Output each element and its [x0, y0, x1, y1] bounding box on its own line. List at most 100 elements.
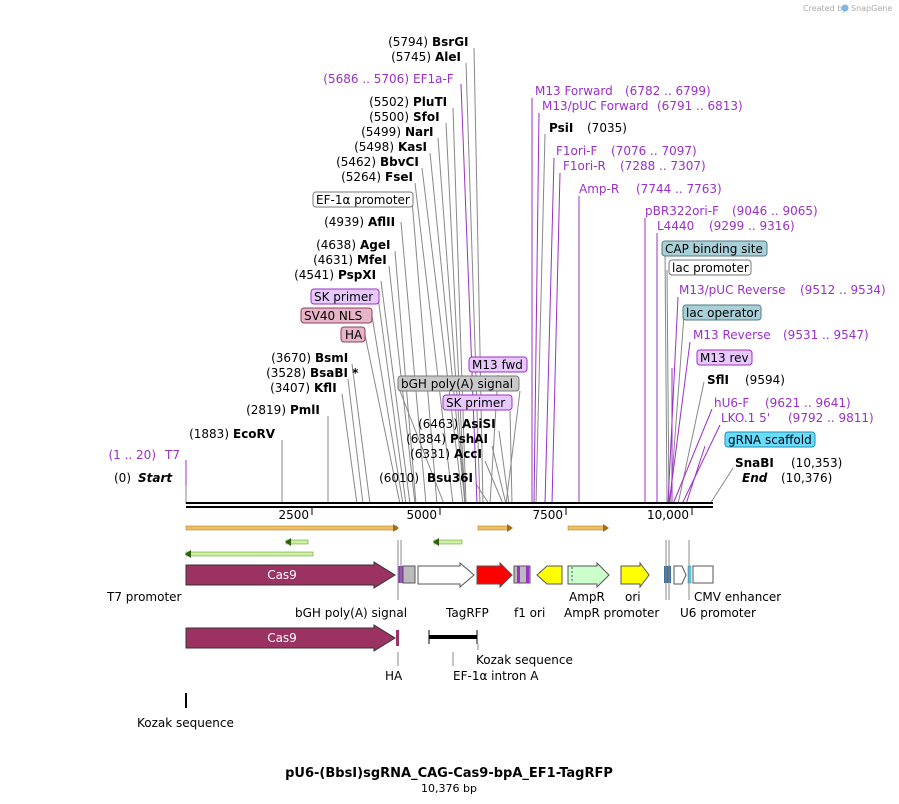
- ampr-label: AmpR: [569, 590, 605, 604]
- site-name-pmli: PmlI: [290, 403, 320, 417]
- bgh-label: bGH poly(A) signal: [295, 606, 407, 620]
- site-pos-snabi: (10,353): [791, 456, 842, 470]
- ha-box: [340, 326, 366, 343]
- site-pos-kfli: (3407): [270, 381, 310, 395]
- primer-leader-lines: [185, 83, 721, 505]
- m13-rev-box-label: M13 rev: [700, 351, 749, 365]
- primer-arrow-3: [567, 525, 607, 531]
- primer-range-amp-r: (7744 .. 7763): [636, 182, 722, 196]
- site-name-bsabi: BsaBI *: [310, 366, 359, 380]
- site-name-pshai: PshAI: [450, 432, 488, 446]
- site-name-kfli: KflI: [314, 381, 337, 395]
- sk-primer-box-2: [442, 394, 513, 411]
- cas9-arrow-1: [185, 561, 396, 589]
- site-name-ecorv: EcoRV: [233, 427, 276, 441]
- cap-binding-site-box-label: CAP binding site: [665, 242, 763, 256]
- site-name-bbvci: BbvCI: [380, 155, 419, 169]
- site-pos-bbvci: (5462): [336, 155, 376, 169]
- sequence-backbone: 2500 5000 7500 10,000: [186, 502, 713, 522]
- bgh-box: [397, 375, 520, 392]
- feature-track-1-leaders: [397, 540, 690, 600]
- site-name-bsu36i: Bsu36I: [427, 471, 473, 485]
- cap-binding-site-box: [661, 240, 768, 257]
- site-name-psii: PsiI: [549, 121, 573, 135]
- primer-name-amp-r: Amp-R: [579, 182, 619, 196]
- m13-rev-box: [696, 349, 753, 366]
- primer-name-lko1-5: LKO.1 5': [721, 411, 770, 425]
- primer-name-t7: T7: [164, 448, 180, 462]
- site-name-sfoi: SfoI: [413, 110, 440, 124]
- primer-range-f1ori-r: (7288 .. 7307): [620, 159, 706, 173]
- primer-range-ef1a-f: (5686 .. 5706): [323, 72, 409, 86]
- site-pos-pshai: (6384): [406, 432, 446, 446]
- site-pos-ecorv: (1883): [189, 427, 229, 441]
- primer-range-m13-reverse: (9531 .. 9547): [783, 328, 869, 342]
- kozak-label-2: Kozak sequence: [476, 653, 573, 667]
- ef1a-arrow: [417, 561, 475, 589]
- kozak-label-1: Kozak sequence: [137, 716, 234, 730]
- site-name-mfei: MfeI: [357, 253, 387, 267]
- cas9-label-2: Cas9: [267, 631, 297, 645]
- primer-name-f1ori-r: F1ori-R: [563, 159, 606, 173]
- primer-range-m13-forward: (6782 .. 6799): [625, 84, 711, 98]
- lac-promoter-box: [668, 259, 752, 276]
- ef1a-intron-label: EF-1α intron A: [453, 669, 539, 683]
- primer-name-pbr322ori-f: pBR322ori-F: [645, 204, 719, 218]
- feature-track-1: Cas9: [185, 561, 714, 589]
- site-pos-mfei: (4631): [313, 253, 353, 267]
- primer-arrow-6: [185, 551, 314, 557]
- site-name-agei: AgeI: [360, 238, 390, 252]
- tick-10000: 10,000: [647, 508, 689, 522]
- tagrfp-label: TagRFP: [445, 606, 489, 620]
- site-pos-kasi: (5498): [354, 140, 394, 154]
- primer-name-m13-puc-forward: M13/pUC Forward: [542, 99, 649, 113]
- site-name-alei: AleI: [435, 50, 461, 64]
- site-pos-sfli: (9594): [745, 373, 785, 387]
- ori-label: ori: [625, 590, 641, 604]
- sv40-nls-box: [300, 307, 373, 324]
- site-pos-bsu36i: (6010): [379, 471, 419, 485]
- ef1a-intron-feature: [429, 635, 477, 639]
- m13-fwd-box: [468, 356, 528, 373]
- site-pos-psii: (7035): [587, 121, 627, 135]
- t7-promoter-label: T7 promoter: [106, 590, 182, 604]
- site-name-pluti: PluTI: [413, 95, 447, 109]
- plasmid-length: 10,376 bp: [421, 782, 477, 795]
- site-name-aflii: AflII: [368, 215, 395, 229]
- site-name-acci: AccI: [454, 447, 482, 461]
- u6-arrow: [673, 565, 687, 585]
- site-pos-sfoi: (5500): [369, 110, 409, 124]
- sk-primer-box-1-label: SK primer: [314, 290, 373, 304]
- site-name-nari: NarI: [405, 125, 434, 139]
- ha-box-label: HA: [345, 328, 363, 342]
- primer-range-hu6-f: (9621 .. 9641): [765, 396, 851, 410]
- cas9-arrow-2: [185, 624, 396, 652]
- primer-arrow-1: [185, 525, 398, 531]
- site-pos-bsmi: (3670): [271, 351, 311, 365]
- ef1a-promoter-box-label: EF-1α promoter: [316, 193, 410, 207]
- cmv-enhancer-box: [692, 565, 714, 584]
- site-pos-pspxi: (4541): [294, 268, 334, 282]
- lac-promoter-box-label: lac promoter: [672, 261, 749, 275]
- site-pos-acci: (6331): [410, 447, 450, 461]
- lac-operator-box: [682, 304, 762, 321]
- site-pos-aflii: (4939): [324, 215, 364, 229]
- site-name-bsmi: BsmI: [315, 351, 348, 365]
- ori-arrow: [620, 561, 650, 589]
- site-name-bsrgi: BsrGI: [432, 35, 469, 49]
- m13-fwd-box-label: M13 fwd: [472, 358, 523, 372]
- f1-ori-label: f1 ori: [514, 606, 545, 620]
- site-leader-lines: [281, 47, 734, 505]
- sv40-nls-box-label: SV40 NLS: [304, 309, 362, 323]
- grna-scaffold-box: [724, 431, 816, 448]
- credit-text: Created by: [803, 4, 847, 13]
- primer-name-l4440: L4440: [657, 219, 694, 233]
- primer-name-m13-forward: M13 Forward: [535, 84, 613, 98]
- site-name-kasi: KasI: [398, 140, 427, 154]
- site-pos-asisi: (6463): [418, 417, 458, 431]
- ha-label: HA: [385, 669, 403, 683]
- site-pos-agei: (4638): [316, 238, 356, 252]
- primer-name-m13-reverse: M13 Reverse: [693, 328, 771, 342]
- primer-range-t7: (1 .. 20): [108, 448, 156, 462]
